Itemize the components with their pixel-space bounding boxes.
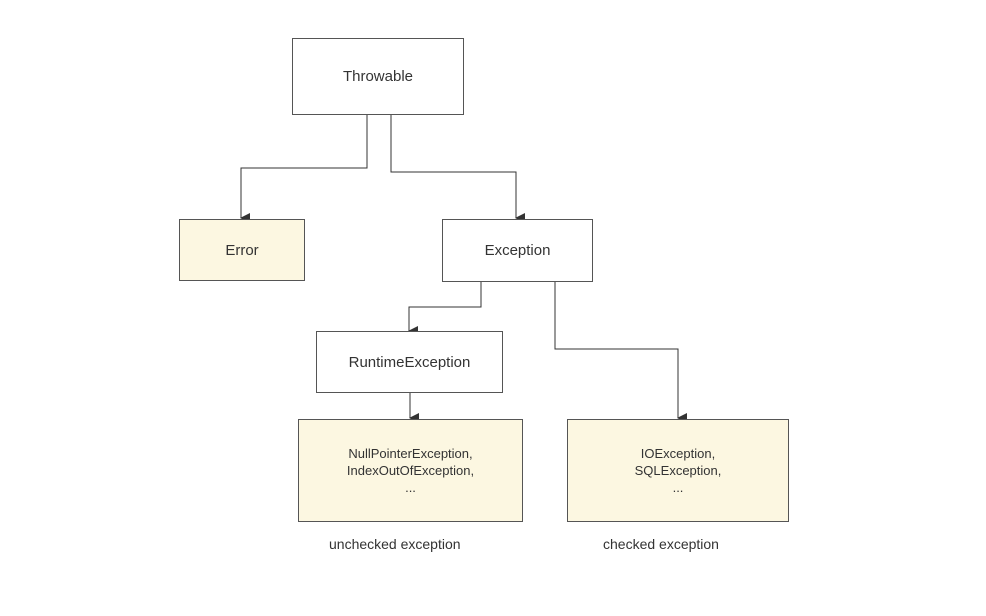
edge-exception-to-checked xyxy=(554,282,687,423)
checked-example-line: IOException, xyxy=(640,446,716,461)
node-error-label: Error xyxy=(225,241,259,259)
node-runtime-exception-label: RuntimeException xyxy=(348,353,471,371)
caption-checked-exception: checked exception xyxy=(603,536,719,552)
node-throwable: Throwable xyxy=(292,38,464,115)
node-checked-examples: IOException, SQLException, ... xyxy=(567,419,789,522)
edge-exception-to-runtime xyxy=(408,282,482,336)
node-throwable-label: Throwable xyxy=(342,68,414,85)
edge-throwable-to-exception xyxy=(390,115,525,223)
unchecked-example-line: IndexOutOfException, xyxy=(346,463,475,478)
edge-throwable-to-error xyxy=(240,115,368,223)
node-exception: Exception xyxy=(442,219,593,282)
unchecked-example-line: ... xyxy=(405,480,416,495)
node-unchecked-examples: NullPointerException, IndexOutOfExceptio… xyxy=(298,419,523,522)
unchecked-example-line: NullPointerException, xyxy=(348,446,473,461)
node-runtime-exception: RuntimeException xyxy=(316,331,503,393)
node-exception-label: Exception xyxy=(484,242,551,259)
checked-example-line: ... xyxy=(672,480,684,495)
caption-unchecked-exception: unchecked exception xyxy=(329,536,461,552)
checked-example-line: SQLException, xyxy=(634,463,722,478)
node-error: Error xyxy=(179,219,305,281)
